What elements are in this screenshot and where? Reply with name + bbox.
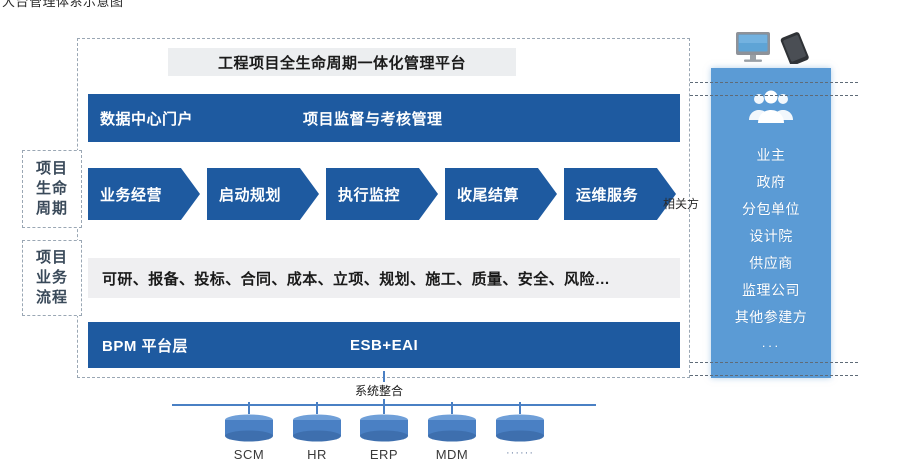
business-flow-side-label: 项目业务流程 — [35, 249, 68, 306]
stakeholder-item[interactable]: 监理公司 — [742, 282, 800, 298]
business-flow-side-label-box: 项目业务流程 — [22, 240, 82, 316]
stakeholder-item[interactable]: 业主 — [756, 147, 786, 163]
connector-dashed-line — [690, 82, 858, 83]
page-caption: 大台管理体系示意图 — [2, 0, 124, 10]
connector-dashed-line — [690, 95, 858, 96]
database-cylinder-icon — [358, 414, 410, 444]
database-cylinder-icon — [426, 414, 478, 444]
database-cylinder-icon — [291, 414, 343, 444]
data-center-portal-bar: 数据中心门户 项目监督与考核管理 — [88, 94, 680, 142]
database-stem — [248, 402, 250, 414]
people-group-icon — [711, 90, 831, 124]
stage-chevron[interactable]: 运维服务 — [564, 168, 676, 220]
stakeholder-item[interactable]: 供应商 — [749, 255, 793, 271]
bpm-right-label: ESB+EAI — [350, 336, 419, 354]
stakeholder-item[interactable]: 设计院 — [749, 228, 793, 244]
database-cylinder-icon — [223, 414, 275, 444]
database-label: ERP — [369, 447, 399, 462]
database-stem — [519, 402, 521, 414]
database-label: SCM — [233, 447, 265, 462]
lifecycle-side-label: 项目生命周期 — [35, 160, 68, 217]
device-icons-group — [730, 30, 820, 66]
database-stem — [316, 402, 318, 414]
related-parties-label: 相关方 — [663, 197, 700, 211]
database-stem — [451, 402, 453, 414]
system-integration-label: 系统整合 — [352, 382, 407, 399]
smartphone-icon — [780, 32, 809, 66]
stakeholder-item[interactable]: 其他参建方 — [734, 309, 808, 325]
stage-chevron[interactable]: 收尾结算 — [445, 168, 557, 220]
bpm-platform-bar: BPM 平台层 ESB+EAI — [88, 322, 680, 368]
portal-right-label: 项目监督与考核管理 — [303, 110, 443, 128]
database-label: MDM — [435, 447, 469, 462]
connector-dashed-line — [690, 362, 858, 363]
stakeholder-item[interactable]: 政府 — [756, 174, 786, 190]
database-label: HR — [307, 447, 327, 462]
stage-chevron[interactable]: 启动规划 — [207, 168, 319, 220]
database-stem — [383, 402, 385, 414]
stakeholder-list: 业主 政府 分包单位 设计院 供应商 监理公司 其他参建方 ··· — [711, 148, 831, 365]
stakeholder-item-more: ··· — [761, 338, 781, 353]
lifecycle-stage-row: 业务经营 启动规划 执行监控 收尾结算 运维服务 — [88, 168, 680, 220]
stakeholder-item[interactable]: 分包单位 — [742, 201, 800, 217]
business-process-bar: 可研、报备、投标、合同、成本、立项、规划、施工、质量、安全、风险… — [88, 258, 680, 298]
desktop-monitor-icon — [736, 32, 770, 62]
database-label-more: ······ — [506, 447, 534, 459]
bpm-left-label: BPM 平台层 — [102, 337, 189, 355]
platform-title: 工程项目全生命周期一体化管理平台 — [168, 48, 516, 76]
database-cylinder-icon — [494, 414, 546, 444]
portal-left-label: 数据中心门户 — [100, 110, 194, 128]
lifecycle-side-label-box: 项目生命周期 — [22, 150, 82, 228]
connector-dashed-line — [690, 375, 858, 376]
stakeholder-panel: 业主 政府 分包单位 设计院 供应商 监理公司 其他参建方 ··· — [711, 68, 831, 378]
stage-chevron[interactable]: 业务经营 — [88, 168, 200, 220]
stage-chevron[interactable]: 执行监控 — [326, 168, 438, 220]
